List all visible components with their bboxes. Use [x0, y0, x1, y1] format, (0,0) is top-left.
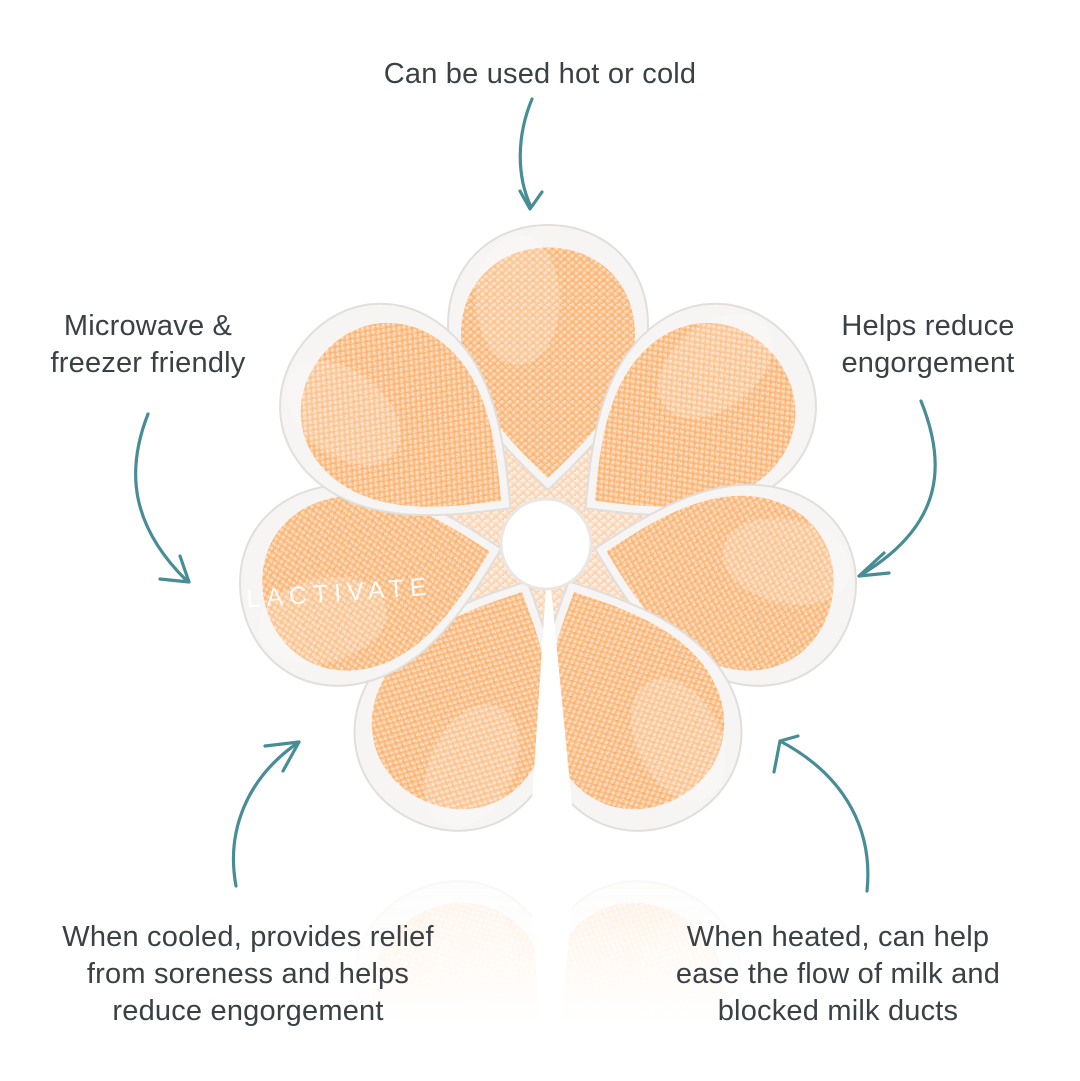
- right-arrow-line: [857, 399, 937, 578]
- bottom-right-arrow: [772, 734, 870, 893]
- callout-line: blocked milk ducts: [717, 995, 959, 1027]
- gel-pad-petal-right: [571, 450, 877, 707]
- callout-line: When heated, can help: [686, 921, 990, 953]
- callout-top: Can be used hot or cold: [384, 56, 697, 93]
- petal-sheen: [424, 704, 519, 827]
- petal-sheen: [658, 313, 773, 419]
- bottom-left-arrow: [231, 740, 301, 888]
- left-arrow-line: [134, 412, 189, 583]
- callout-line: freezer friendly: [50, 347, 246, 379]
- gel-pad-petal-upper-left: [239, 263, 574, 588]
- right-arrow-head: [857, 551, 891, 578]
- callout-line: Can be used hot or cold: [383, 58, 697, 90]
- callout-left: Microwave & freezer friendly: [51, 308, 246, 382]
- callout-line: When cooled, provides relief: [62, 921, 434, 953]
- bottom-right-arrow-head: [772, 734, 800, 774]
- top-arrow-line: [518, 97, 534, 209]
- callout-line: Microwave &: [63, 310, 233, 342]
- petal-sheen: [476, 235, 560, 365]
- callout-bottom-left: When cooled, provides relief from sorene…: [62, 919, 434, 1030]
- callout-line: engorgement: [841, 347, 1015, 379]
- left-arrow: [134, 412, 191, 584]
- bottom-slot: [527, 556, 579, 878]
- petal-sheen: [286, 360, 401, 466]
- bottom-left-arrow-head: [263, 740, 301, 773]
- left-arrow-head: [158, 554, 191, 584]
- top-arrow-head: [518, 189, 544, 211]
- gel-pad-petal-upper-right: [522, 263, 857, 588]
- callout-line: ease the flow of milk and: [675, 958, 1001, 990]
- callout-line: from soreness and helps: [86, 958, 410, 990]
- callout-line: Helps reduce: [841, 310, 1015, 342]
- callout-bottom-right: When heated, can help ease the flow of m…: [676, 919, 1000, 1030]
- right-arrow: [857, 399, 937, 578]
- petal-sheen: [722, 518, 851, 606]
- center-opening: [499, 497, 593, 591]
- callout-right: Helps reduce engorgement: [841, 308, 1014, 382]
- petal-sheen: [258, 576, 387, 664]
- gel-pad-petal-lower-left: [321, 536, 619, 865]
- petal-sheen: [631, 678, 726, 801]
- gel-pad-petal-left: [219, 450, 525, 707]
- bottom-left-arrow-line: [231, 740, 301, 888]
- gel-pad-product: LACTIVATE: [219, 224, 877, 878]
- callout-line: reduce engorgement: [112, 995, 384, 1027]
- gel-pad-petal-lower-right: [477, 536, 775, 865]
- gel-pad-petal-top: [447, 224, 649, 491]
- bottom-right-arrow-line: [778, 739, 870, 893]
- top-arrow: [518, 97, 544, 211]
